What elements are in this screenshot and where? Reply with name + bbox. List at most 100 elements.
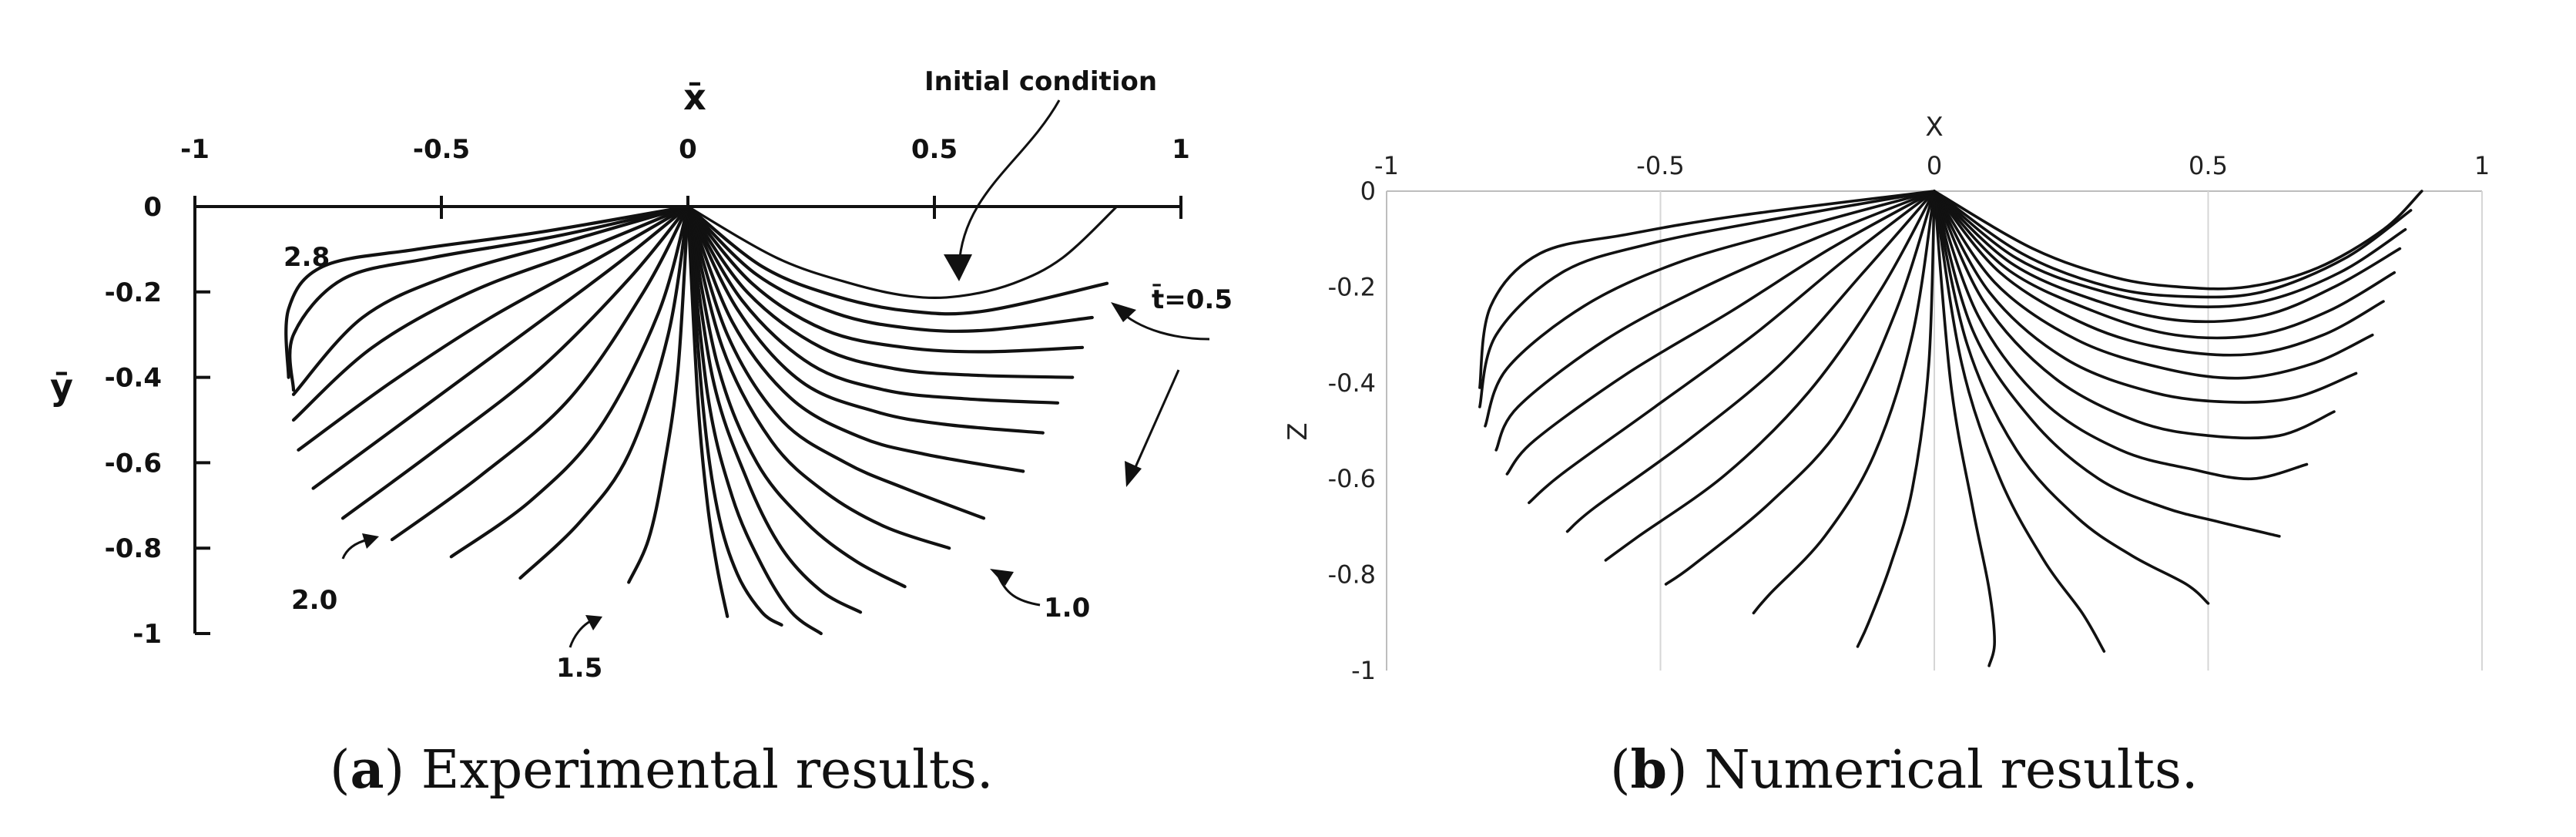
panel-a-curve xyxy=(291,204,690,422)
caption-a-text: Experimental results. xyxy=(421,740,994,801)
svg-text:(a) Experimental results.: (a) Experimental results. xyxy=(330,739,994,801)
panel-a-y-tick-label: -1 xyxy=(132,619,162,650)
panel-b-curve xyxy=(1604,190,1936,562)
panel-b-curve xyxy=(1505,190,1936,476)
panel-b-curve xyxy=(1933,190,2396,340)
panel-b-curve xyxy=(1565,190,1936,533)
panel-a-curve xyxy=(686,204,986,520)
panel-a-curve xyxy=(686,204,1109,316)
panel-a-y-axis-label: ȳ xyxy=(50,366,73,408)
panel-a-curve xyxy=(390,204,690,542)
panel-a-x-tick-label: 1 xyxy=(1172,134,1190,165)
panel-a-curve xyxy=(686,204,783,627)
t05-arrowhead xyxy=(1111,302,1136,322)
annotation-2-0: 2.0 xyxy=(291,585,337,616)
t15-arrowhead xyxy=(585,615,602,630)
panel-b-x-tick-label: -1 xyxy=(1374,151,1399,180)
panel-b-curves xyxy=(1478,190,2423,667)
time-direction-arrowhead xyxy=(1125,461,1142,487)
svg-text:(b) Numerical results.: (b) Numerical results. xyxy=(1610,739,2199,801)
panel-b-x-tick-label: 0 xyxy=(1927,151,1942,180)
panel-a-y-tick-label: -0.6 xyxy=(105,448,162,479)
caption-a-tag: a xyxy=(351,739,384,801)
panel-b-curve xyxy=(1933,190,2374,380)
panel-a-y-tick-label: 0 xyxy=(143,192,162,223)
panel-a-curve xyxy=(284,204,690,379)
panel-b-curve xyxy=(1933,190,2281,538)
panel-b-curve xyxy=(1478,190,1936,408)
panel-a-curve xyxy=(288,204,690,392)
panel-a-curve xyxy=(311,204,690,490)
panel-b-x-tick-label: -0.5 xyxy=(1636,151,1684,180)
panel-a-curve xyxy=(627,204,690,584)
panel-b-curve xyxy=(1494,190,1936,452)
panel-a-curves xyxy=(284,204,1119,636)
panel-b-curve xyxy=(1933,190,2413,299)
panel-b-curve xyxy=(1933,190,2402,324)
panel-a-curve xyxy=(686,204,1025,473)
panel-b-y-tick-label: -0.8 xyxy=(1328,560,1376,590)
panel-b-y-tick-label: -0.6 xyxy=(1328,464,1376,493)
initial-condition-arrow xyxy=(958,99,1061,267)
panel-b-curve xyxy=(1752,190,1936,615)
panel-a-curve xyxy=(291,204,690,396)
panel-b-x-tick-label: 0.5 xyxy=(2189,151,2228,180)
panel-b-curve xyxy=(1664,190,1936,586)
panel-a-curve xyxy=(686,204,1094,333)
caption-b: (b) Numerical results. xyxy=(1610,739,2199,801)
annotation-t-0-5: t̄=0.5 xyxy=(1152,283,1233,315)
panel-a-curve xyxy=(518,204,690,580)
panel-a-annotations: Initial condition t̄=0.5 1.0 1.5 2.0 2.8 xyxy=(283,66,1233,684)
panel-b-y-axis-label: Z xyxy=(1283,422,1313,440)
panel-b-curve xyxy=(1933,190,2210,605)
panel-b-curve xyxy=(1484,190,1936,428)
panel-a-x-tick-label: 0 xyxy=(679,134,697,165)
panel-b-y-tick-label: -1 xyxy=(1351,656,1376,685)
panel-a-curve xyxy=(686,204,863,614)
panel-a-curve xyxy=(686,204,730,618)
panel-a-curve xyxy=(340,204,690,520)
annotation-1-5: 1.5 xyxy=(556,653,602,684)
panel-a-y-tick-label: -0.4 xyxy=(105,363,162,394)
panel-a-x-axis-label: x̄ xyxy=(683,76,706,118)
panel-a-x-tick-label: -0.5 xyxy=(413,134,470,165)
panel-b-y-tick-label: -0.2 xyxy=(1328,272,1376,301)
t15-arrow xyxy=(569,619,592,648)
panel-a-curve xyxy=(686,204,1045,435)
panel-b-y-tick-label: 0 xyxy=(1360,176,1376,206)
panel-a-y-tick-label: -0.8 xyxy=(105,533,162,564)
panel-b-curve xyxy=(1478,190,1936,389)
annotation-1-0: 1.0 xyxy=(1044,593,1090,624)
caption-b-tag: b xyxy=(1631,739,1668,801)
panel-a-curve xyxy=(686,204,1075,379)
panel-b-curve xyxy=(1933,190,2106,653)
panel-b-curve xyxy=(1933,190,2309,481)
panel-a-curve xyxy=(449,204,690,559)
panel-b-curve xyxy=(1933,190,1997,667)
panel-b-curve xyxy=(1933,190,2336,440)
initial-condition-arrowhead xyxy=(944,254,972,281)
panel-a-x-tick-label: -1 xyxy=(180,134,210,165)
panel-a-curve xyxy=(297,204,690,452)
panel-b-curve xyxy=(1528,190,1936,505)
panel-a-curve xyxy=(686,204,1085,354)
time-direction-arrow xyxy=(1131,369,1180,475)
panel-b-y-tick-label: -0.4 xyxy=(1328,368,1376,398)
annotation-2-8: 2.8 xyxy=(283,242,330,273)
t10-arrowhead xyxy=(990,569,1014,586)
panel-b-curve xyxy=(1856,190,1936,648)
caption-a: (a) Experimental results. xyxy=(330,739,994,801)
panel-b-x-axis-label: X xyxy=(1925,112,1943,143)
panel-b-curve xyxy=(1933,190,2385,357)
panel-a-curve xyxy=(686,204,1060,405)
annotation-initial-condition: Initial condition xyxy=(924,66,1157,97)
panel-a-curve xyxy=(686,204,951,550)
caption-b-text: Numerical results. xyxy=(1704,740,2198,801)
t20-arrowhead xyxy=(362,533,379,549)
panel-b-curve xyxy=(1933,190,2423,291)
t20-arrow xyxy=(341,538,369,560)
